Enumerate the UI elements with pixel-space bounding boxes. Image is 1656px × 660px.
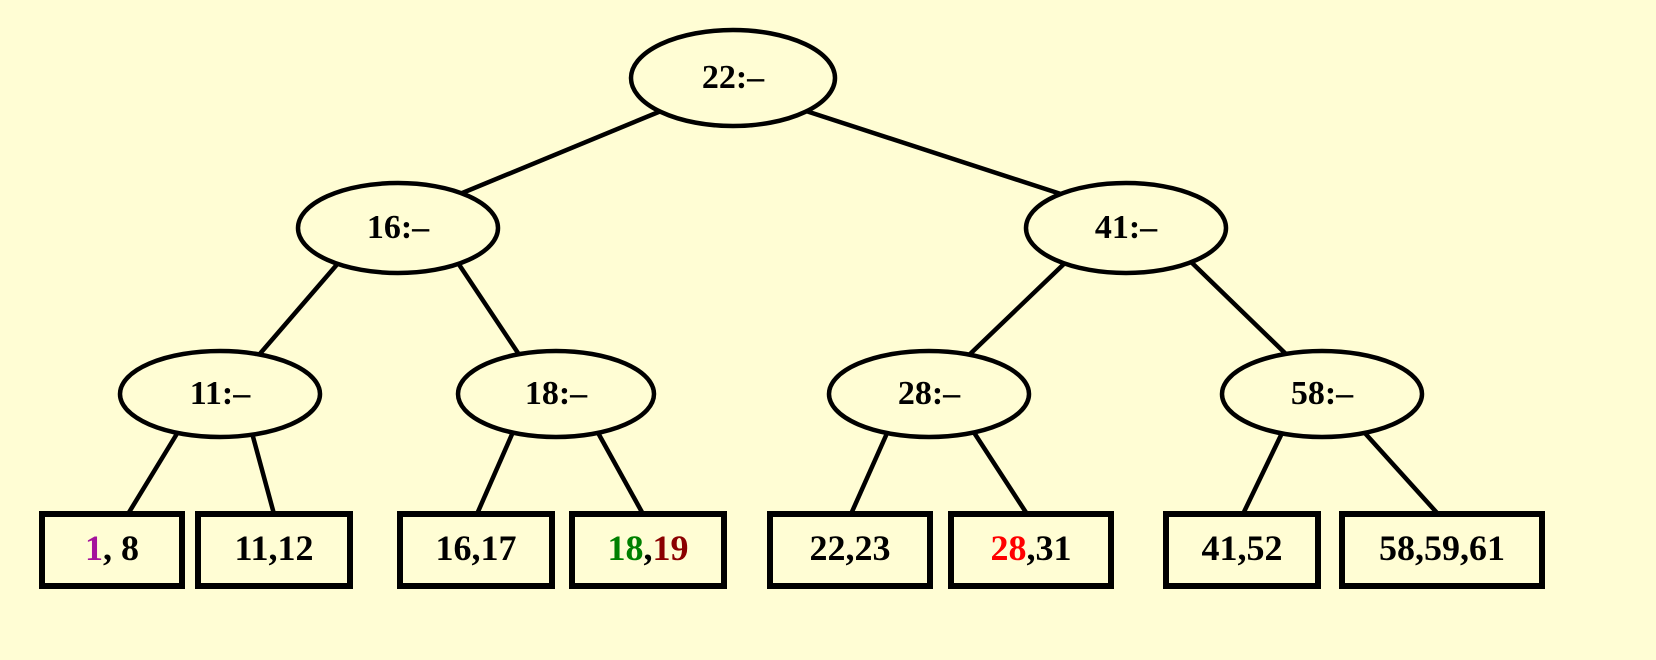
leaf-box: [767, 511, 933, 589]
leaf-box: [195, 511, 353, 589]
node-ellipse: [826, 348, 1032, 440]
internal-node-n58: 58:–: [1219, 348, 1425, 440]
internal-node-n18: 18:–: [455, 348, 657, 440]
leaf-box: [569, 511, 727, 589]
tree-edge: [249, 432, 277, 515]
edges-layer: [126, 108, 1440, 516]
tree-edge: [126, 430, 180, 516]
internal-node-n16: 16:–: [295, 180, 501, 276]
internal-node-n28: 28:–: [826, 348, 1032, 440]
leaf-label: 11,12: [234, 528, 313, 568]
leaf-node-leaf6: 28,31: [948, 511, 1114, 589]
leaf-label: 58,59,61: [1379, 528, 1505, 568]
node-ellipse: [628, 27, 838, 129]
leaf-key-segment: ,: [644, 528, 653, 568]
tree-edge: [1240, 430, 1286, 515]
internal-node-n41: 41:–: [1023, 180, 1229, 276]
leaf-node-leaf8: 58,59,61: [1339, 511, 1545, 589]
leaf-key-segment: 16,17: [436, 528, 517, 568]
leaf-box: [1163, 511, 1321, 589]
leaf-label: 18,19: [608, 528, 689, 568]
tree-edge: [1361, 429, 1440, 516]
internal-nodes-layer: 22:– 16:– 41:– 11:– 18:– 28:– 58:–: [117, 27, 1425, 440]
node-label: 22:–: [702, 59, 765, 96]
tree-edge: [805, 108, 1068, 199]
leaf-key-segment: 41,52: [1202, 528, 1283, 568]
leaf-key-segment: 1: [85, 528, 103, 568]
leaf-node-leaf4: 18,19: [569, 511, 727, 589]
tree-edge: [474, 431, 516, 515]
leaf-key-segment: 28: [991, 528, 1027, 568]
tree-edge: [971, 429, 1029, 516]
leaf-label: 41,52: [1202, 528, 1283, 568]
node-label: 16:–: [367, 209, 430, 246]
node-label: 18:–: [525, 375, 588, 412]
tree-edge: [454, 108, 662, 199]
node-label: 28:–: [898, 375, 961, 412]
node-label: 11:–: [190, 375, 251, 412]
leaf-key-segment: 19: [653, 528, 689, 568]
leaf-node-leaf1: 1, 8: [39, 511, 185, 589]
internal-node-n11: 11:–: [117, 348, 323, 440]
leaf-node-leaf2: 11,12: [195, 511, 353, 589]
leaf-key-segment: 18: [608, 528, 644, 568]
node-ellipse: [295, 180, 501, 276]
leaf-label: 16,17: [436, 528, 517, 568]
internal-node-root: 22:–: [628, 27, 838, 129]
leaf-box: [1339, 511, 1545, 589]
node-ellipse: [455, 348, 657, 440]
leaf-key-segment: , 8: [103, 528, 139, 568]
leaf-box: [39, 511, 185, 589]
tree-edge: [848, 430, 891, 515]
tree-edge: [966, 259, 1069, 358]
node-ellipse: [1023, 180, 1229, 276]
tree-edge: [256, 259, 342, 358]
tree-edge: [1186, 257, 1290, 358]
node-label: 58:–: [1291, 375, 1354, 412]
leaf-label: 1, 8: [85, 528, 139, 568]
leaf-node-leaf7: 41,52: [1163, 511, 1321, 589]
leaf-key-segment: ,31: [1027, 528, 1072, 568]
node-ellipse: [117, 348, 323, 440]
node-ellipse: [1219, 348, 1425, 440]
leaf-box: [948, 511, 1114, 589]
leaf-key-segment: 11,12: [234, 528, 313, 568]
leaf-key-segment: 22,23: [810, 528, 891, 568]
leaf-node-leaf3: 16,17: [397, 511, 555, 589]
leaf-label: 28,31: [991, 528, 1072, 568]
tree-edge: [595, 429, 645, 516]
leaf-nodes-layer: 1, 8 11,12 16,17 18,19 22,23 28,31 41,52 58,59,…: [39, 511, 1545, 589]
leaf-box: [397, 511, 555, 589]
node-label: 41:–: [1095, 209, 1158, 246]
leaf-node-leaf5: 22,23: [767, 511, 933, 589]
tree-edge: [454, 258, 522, 358]
leaf-key-segment: 58,59,61: [1379, 528, 1505, 568]
leaf-label: 22,23: [810, 528, 891, 568]
